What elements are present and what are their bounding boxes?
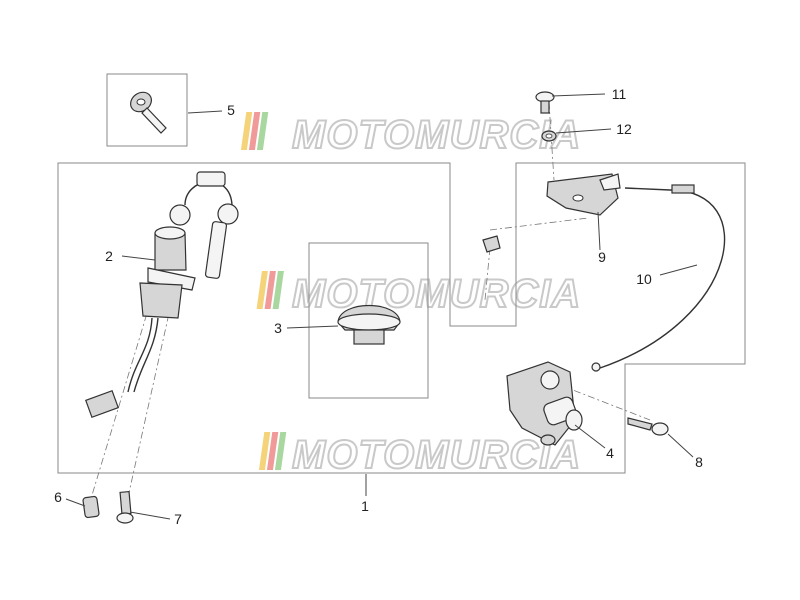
cap-icon — [337, 305, 401, 345]
watermark-stripes-icon — [258, 432, 287, 470]
watermark-top: MOTOMURCIA — [240, 112, 581, 158]
watermark-stripes-icon — [256, 271, 284, 309]
cap-frame — [308, 242, 429, 399]
lock-actuator-icon — [506, 361, 583, 446]
screw-icon — [535, 91, 555, 114]
callout-1: 1 — [361, 498, 369, 514]
assembly-frame — [57, 162, 746, 474]
watermark-stripes-icon — [240, 112, 269, 150]
callout-10: 10 — [636, 271, 652, 287]
callout-7: 7 — [174, 511, 182, 527]
cable-icon — [591, 184, 726, 372]
washer-icon — [541, 130, 557, 142]
ignition-switch-icon — [84, 171, 239, 419]
leader-lines — [65, 93, 698, 520]
watermark-text: MOTOMURCIA — [292, 433, 581, 477]
watermark-bottom: MOTOMURCIA — [258, 432, 581, 478]
key-icon — [130, 91, 167, 134]
callout-8: 8 — [695, 454, 703, 470]
callout-3: 3 — [274, 320, 282, 336]
guide-lines — [85, 101, 651, 516]
watermark-text: MOTOMURCIA — [292, 272, 581, 316]
watermark-middle: MOTOMURCIA — [256, 271, 581, 317]
callout-11: 11 — [612, 86, 627, 102]
bracket-icon — [546, 173, 621, 216]
callout-4: 4 — [606, 445, 614, 461]
callout-5: 5 — [227, 102, 235, 118]
grub-screw-icon — [82, 495, 100, 519]
cap-screw-icon — [116, 490, 134, 524]
callout-12: 12 — [616, 121, 632, 137]
bolt-icon — [627, 417, 669, 436]
callout-6: 6 — [54, 489, 62, 505]
key-frame — [106, 73, 188, 147]
callout-2: 2 — [105, 248, 113, 264]
watermark-text: MOTOMURCIA — [292, 113, 581, 157]
nut-icon — [482, 235, 501, 253]
callout-9: 9 — [598, 249, 606, 265]
